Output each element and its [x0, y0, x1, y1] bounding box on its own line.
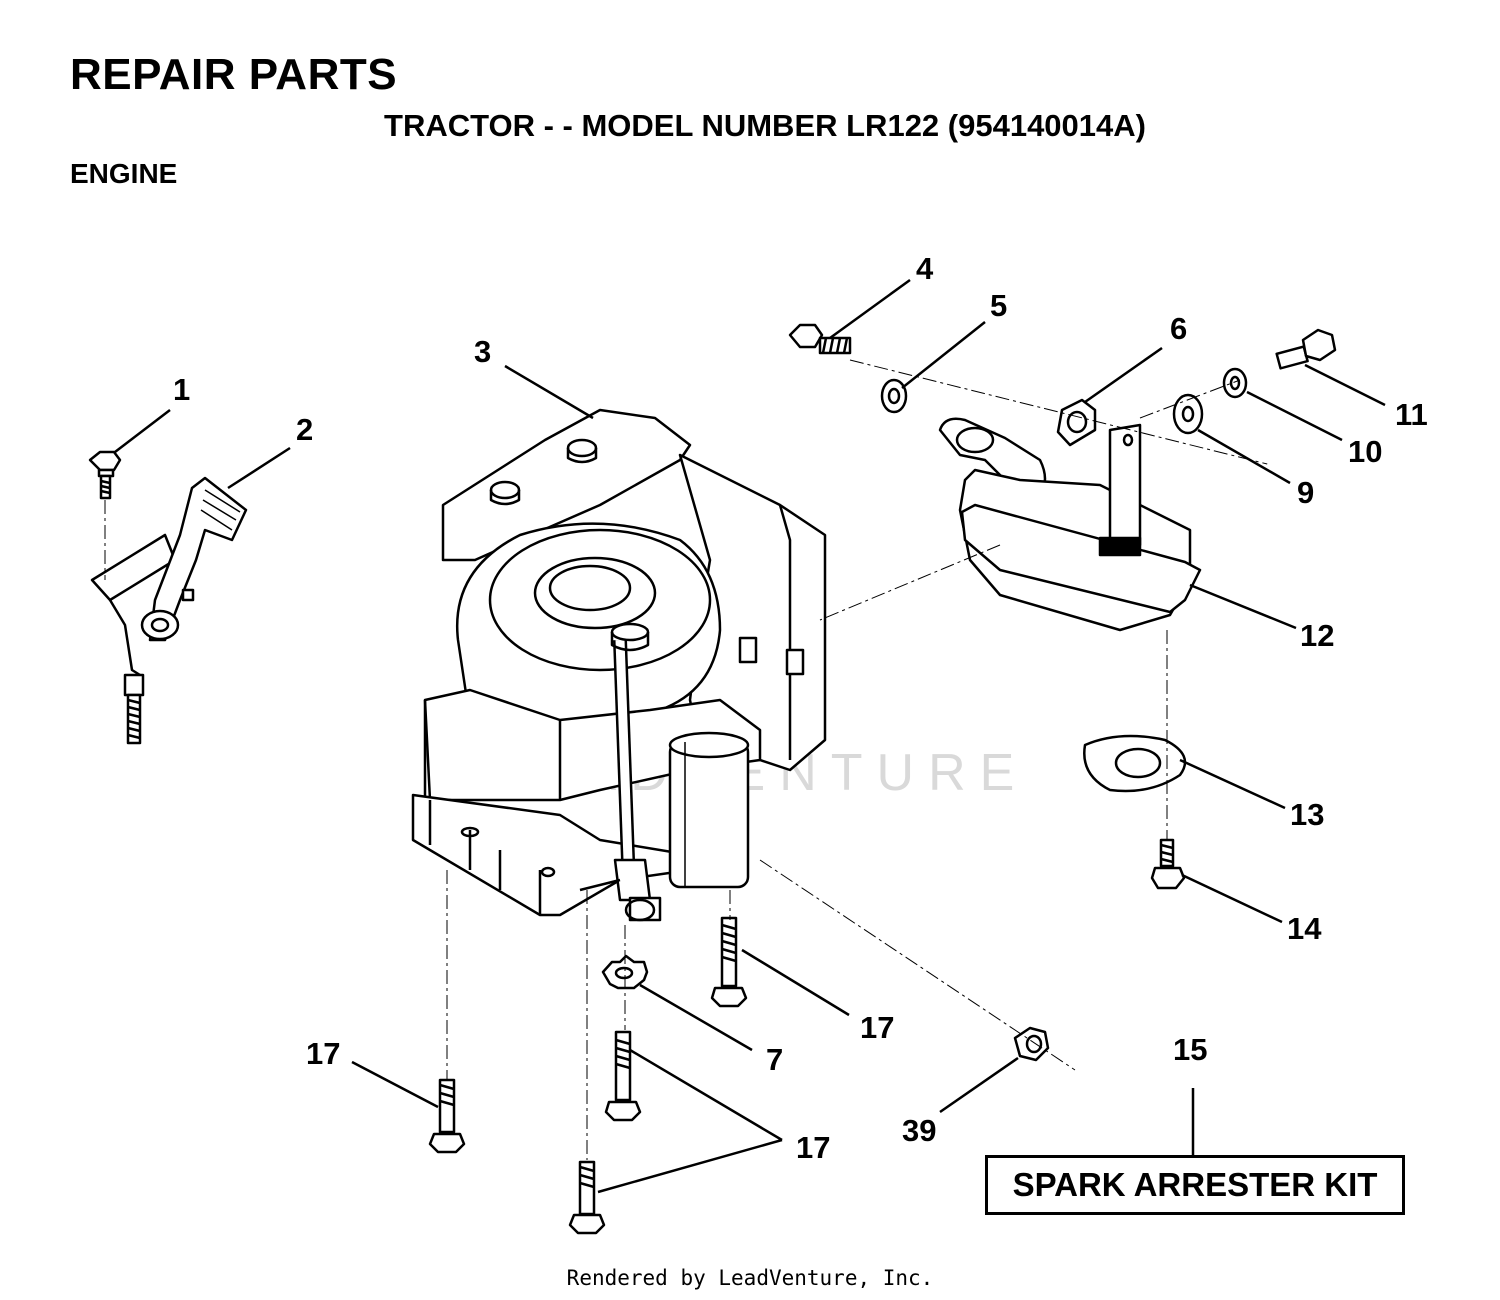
part-1-bolt — [88, 450, 122, 500]
callout-11: 11 — [1395, 397, 1428, 432]
callout-17-a: 17 — [860, 1010, 894, 1045]
footer-credit: Rendered by LeadVenture, Inc. — [566, 1266, 934, 1290]
callout-7: 7 — [766, 1042, 783, 1077]
model-subtitle: TRACTOR - - MODEL NUMBER LR122 (95414001… — [384, 108, 1146, 143]
part-12-muffler — [938, 417, 1202, 632]
section-label: ENGINE — [70, 158, 178, 189]
callout-39: 39 — [902, 1113, 936, 1148]
part-7-star-washer — [601, 954, 649, 990]
part-3-engine — [411, 408, 827, 922]
callout-17-b: 17 — [306, 1036, 340, 1071]
part-9-washer — [1172, 393, 1204, 435]
callout-12: 12 — [1300, 618, 1334, 653]
part-17-bolt-b — [604, 1030, 642, 1122]
spark-arrester-kit-label: SPARK ARRESTER KIT — [985, 1155, 1405, 1215]
part-11-bolt — [1275, 328, 1337, 370]
callout-5: 5 — [990, 288, 1007, 323]
leader-lines — [114, 278, 1386, 1194]
callout-3: 3 — [474, 334, 491, 369]
callout-14: 14 — [1287, 911, 1322, 946]
callout-13: 13 — [1290, 797, 1324, 832]
part-10-lockwasher — [1222, 367, 1248, 399]
callout-4: 4 — [916, 251, 934, 286]
part-13-arrester-screen — [1083, 734, 1187, 793]
callout-1: 1 — [173, 372, 190, 407]
part-5-washer — [880, 378, 908, 414]
part-39-nut — [1013, 1026, 1050, 1062]
part-2-throttle-control — [90, 476, 248, 745]
callout-2: 2 — [296, 412, 313, 447]
page-title: REPAIR PARTS — [70, 50, 398, 99]
callout-6: 6 — [1170, 311, 1187, 346]
part-6-gasket — [1056, 398, 1097, 447]
center-lines — [104, 359, 1268, 1160]
callout-17-c: 17 — [796, 1130, 830, 1165]
callout-15: 15 — [1173, 1032, 1207, 1067]
part-17-bolt-d — [568, 1160, 606, 1235]
part-4-bolt — [788, 323, 852, 355]
part-17-bolt-a — [710, 916, 748, 1008]
callout-9: 9 — [1297, 475, 1314, 510]
part-14-screw — [1150, 838, 1186, 890]
callouts: 1 2 3 4 5 6 7 9 10 11 12 13 14 15 17 17 … — [173, 251, 1428, 1165]
callout-10: 10 — [1348, 434, 1382, 469]
part-17-bolt-c — [428, 1078, 466, 1154]
